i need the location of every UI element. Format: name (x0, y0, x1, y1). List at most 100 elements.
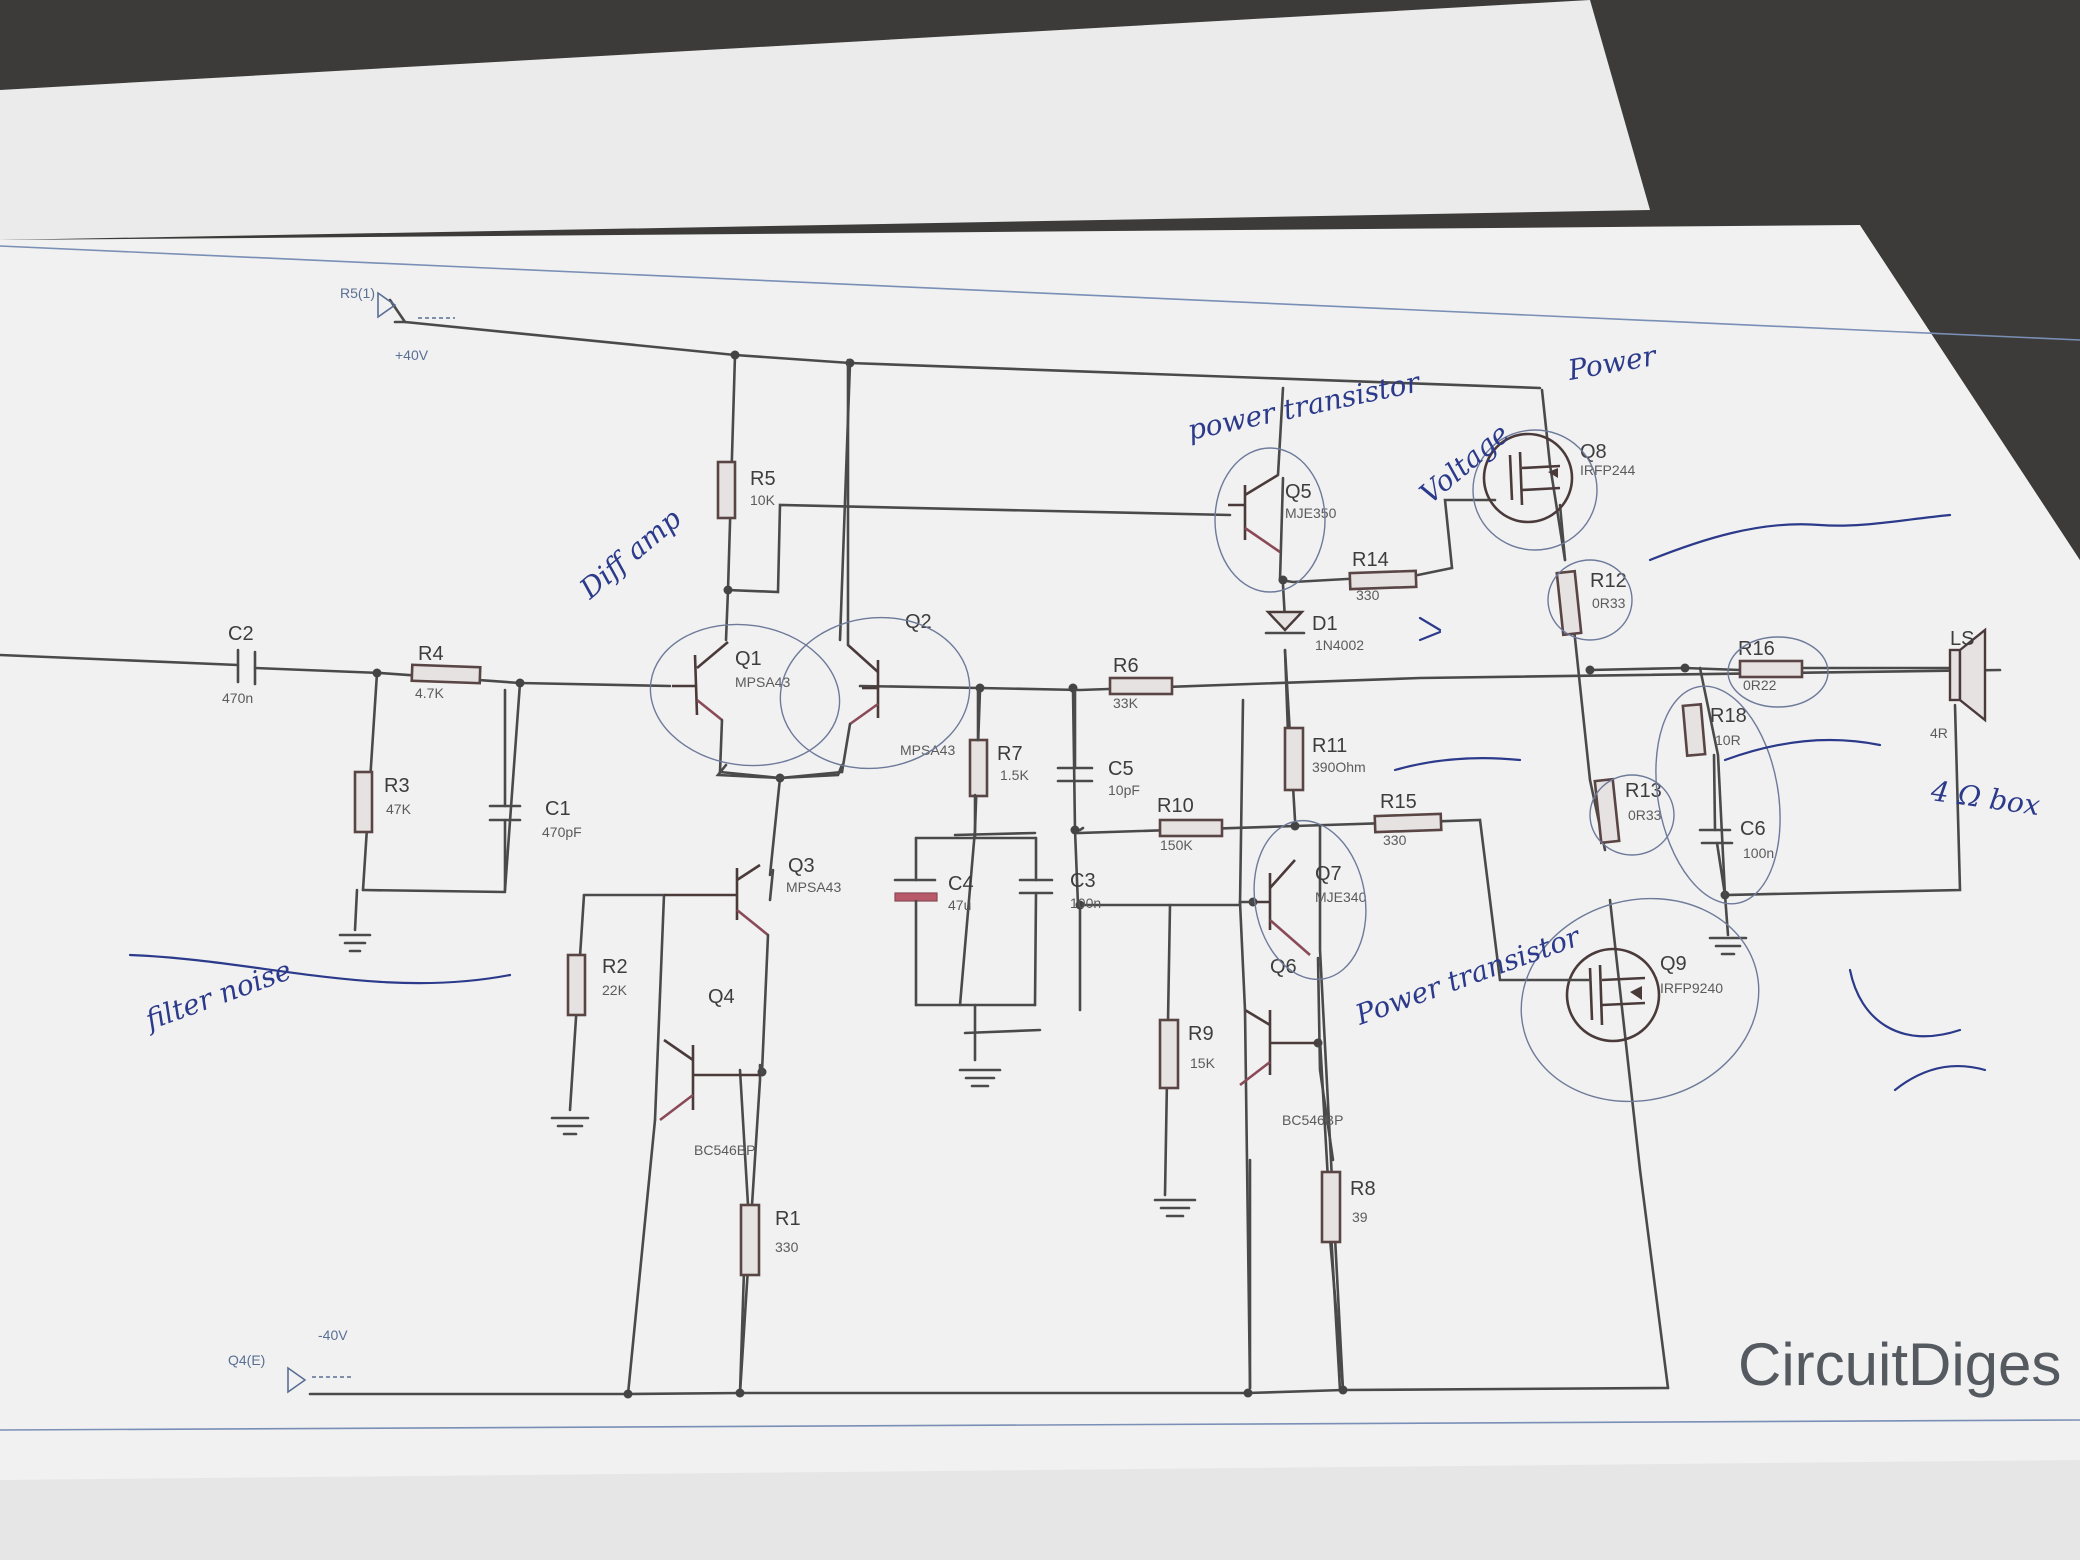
value-q7: MJE340 (1315, 889, 1367, 905)
label-d1: D1 (1312, 613, 1338, 635)
ground-icon (550, 1116, 590, 1136)
diode-d1 (1264, 610, 1306, 635)
transistor-q6 (1239, 1008, 1318, 1087)
transistor-q8-mosfet (1482, 432, 1574, 524)
value-r5: 10K (750, 492, 776, 508)
label-r9: R9 (1188, 1023, 1214, 1045)
label-r13: R13 (1625, 780, 1662, 802)
ground-icon (958, 1068, 1002, 1088)
note-squiggle-r18 (1723, 738, 1882, 762)
capacitor-c6 (1698, 753, 1734, 897)
note-underline (128, 953, 512, 985)
label-q7: Q7 (1315, 863, 1342, 885)
value-q2: MPSA43 (900, 742, 955, 758)
label-ls: LS (1950, 628, 1974, 650)
value-r4: 4.7K (415, 685, 444, 701)
resistor-r8 (1320, 1170, 1342, 1244)
resistor-r11 (1283, 726, 1305, 792)
value-c1: 470pF (542, 824, 582, 840)
value-c6: 100n (1743, 845, 1774, 861)
value-r14: 330 (1356, 587, 1380, 603)
transistor-q9-mosfet (1498, 947, 1661, 1043)
resistor-r2 (566, 953, 587, 1017)
label-r15: R15 (1380, 791, 1417, 813)
resistor-r10 (1158, 818, 1224, 838)
label-q4: Q4 (708, 986, 735, 1008)
transistor-q5 (1228, 386, 1285, 554)
capacitors (236, 648, 1734, 1062)
resistor-r15 (1373, 812, 1443, 834)
label-c3: C3 (1070, 870, 1096, 892)
capacitor-c5 (1056, 688, 1094, 783)
label-q6: Q6 (1270, 956, 1297, 978)
value-r18: 10R (1715, 732, 1741, 748)
negative-rail (308, 1386, 1670, 1396)
ground-icon (338, 933, 372, 953)
component-labels: C2 470n R4 4.7K R3 47K C1 470pF R5 10K Q… (222, 441, 1974, 1255)
resistor-r18 (1681, 702, 1707, 758)
value-q5: MJE350 (1285, 505, 1337, 521)
ground-symbols (338, 933, 1748, 1218)
label-q2: Q2 (905, 611, 932, 633)
border-line-bottom (0, 1419, 2080, 1431)
transistor-q4 (659, 1038, 760, 1122)
label-r12: R12 (1590, 570, 1627, 592)
resistor-r1 (739, 1203, 761, 1277)
resistor-r5 (716, 460, 737, 520)
value-r1: 330 (775, 1239, 799, 1255)
label-c1: C1 (545, 798, 571, 820)
value-c5: 10pF (1108, 782, 1140, 798)
label-r11: R11 (1312, 735, 1347, 757)
transistor-q7 (1253, 859, 1311, 956)
transistors (659, 358, 1661, 1122)
value-r9: 15K (1190, 1055, 1216, 1071)
value-r8: 39 (1352, 1209, 1368, 1225)
value-ls: 4R (1930, 725, 1948, 741)
resistor-r13 (1593, 777, 1621, 845)
label-r10: R10 (1157, 795, 1194, 817)
value-r15: 330 (1383, 832, 1407, 848)
resistor-r12 (1555, 569, 1583, 637)
label-r3: R3 (384, 775, 410, 797)
label-c6: C6 (1740, 818, 1766, 840)
note-squiggle-r12 (1648, 513, 1952, 562)
ground-icon (1153, 1198, 1197, 1218)
neg-rail-port-icon (287, 1366, 307, 1394)
value-c2: 470n (222, 690, 253, 706)
value-r6: 33K (1113, 695, 1139, 711)
label-c2: C2 (228, 623, 254, 645)
resistor-r4 (410, 663, 482, 685)
neg-voltage-label: -40V (318, 1327, 348, 1343)
label-r5: R5 (750, 468, 776, 490)
value-q6: BC546BP (1282, 1112, 1343, 1128)
label-r18: R18 (1710, 705, 1747, 727)
pos-rail-port-icon (377, 291, 397, 319)
positive-rail (403, 320, 1542, 390)
resistors (353, 460, 1804, 1277)
label-c4: C4 (948, 873, 974, 895)
note-arrow (1418, 616, 1442, 642)
resistor-r9 (1158, 1018, 1180, 1090)
back-sheet (0, 0, 1650, 240)
pos-voltage-label: +40V (395, 347, 429, 363)
label-r14: R14 (1352, 549, 1389, 571)
value-c4: 47u (948, 897, 971, 913)
transistor-q3 (664, 863, 770, 1074)
value-q1: MPSA43 (735, 674, 790, 690)
resistor-r14 (1348, 569, 1418, 591)
value-c3: 100n (1070, 895, 1101, 911)
note-squiggle-damping (1848, 968, 1962, 1038)
value-r10: 150K (1160, 837, 1193, 853)
label-q8: Q8 (1580, 441, 1607, 463)
value-r16: 0R22 (1743, 677, 1777, 693)
brand-logo: CircuitDiges (1738, 1331, 2061, 1398)
label-r7: R7 (997, 743, 1023, 765)
label-q5: Q5 (1285, 481, 1312, 503)
value-r3: 47K (386, 801, 412, 817)
resistor-r16 (1738, 659, 1804, 679)
label-r16: R16 (1738, 638, 1775, 660)
value-q8: IRFP244 (1580, 462, 1635, 478)
value-q4: BC546BP (694, 1142, 755, 1158)
